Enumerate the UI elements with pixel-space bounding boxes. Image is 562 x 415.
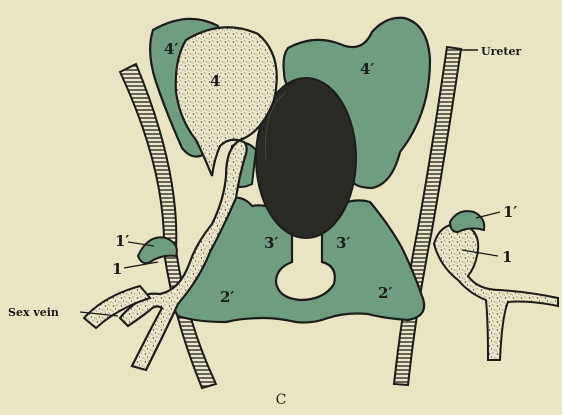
label-right-mid-green: 3′: [336, 234, 350, 252]
label-right-small-dotted: 1: [502, 248, 512, 266]
label-left-upper-green: 4′: [164, 40, 178, 58]
label-left-small-green: 1′: [115, 232, 129, 250]
label-left-upper-dotted: 4: [210, 72, 220, 90]
label-sex-vein: Sex vein: [8, 306, 59, 319]
label-right-small-green: 1′: [503, 203, 517, 221]
right-dotted-structure: [434, 224, 558, 360]
panel-letter: C: [276, 392, 287, 408]
left-1-leader-line: [124, 262, 158, 268]
label-left-small-dotted: 1: [112, 260, 122, 278]
label-right-upper-green: 4′: [360, 60, 374, 78]
right-small-green-cap: [450, 211, 484, 232]
label-right-lower-green: 2′: [378, 284, 392, 302]
label-ureter: Ureter: [481, 45, 521, 58]
label-left-lower-green: 2′: [220, 288, 234, 306]
label-left-mid-green: 3′: [264, 234, 278, 252]
